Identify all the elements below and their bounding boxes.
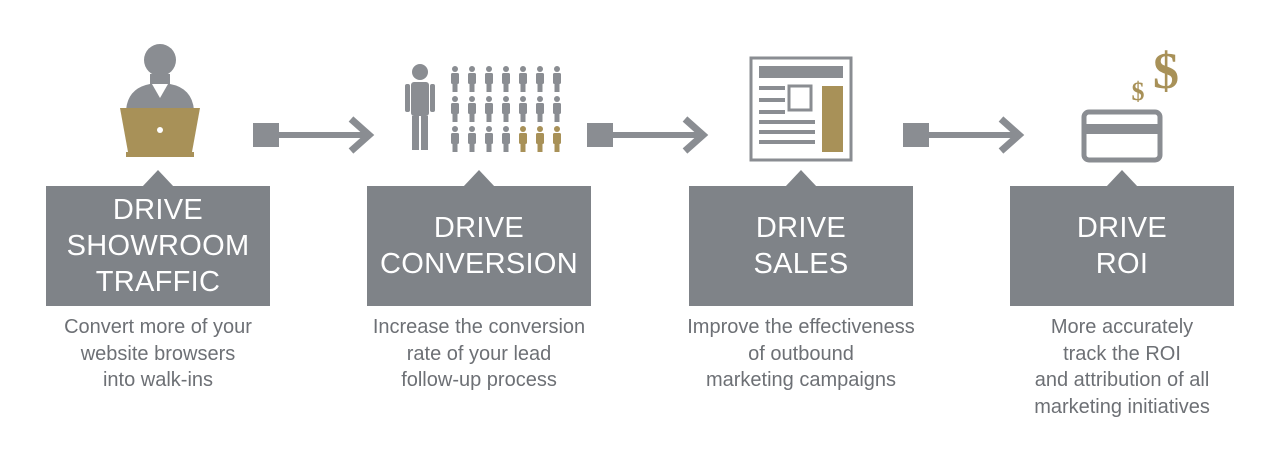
flow-arrow-3 — [903, 116, 1025, 154]
person-icon — [485, 126, 493, 152]
converted-person-icon — [519, 126, 527, 152]
description-line: marketing initiatives — [1034, 395, 1210, 418]
person-icon — [519, 96, 527, 122]
person-icon — [502, 66, 510, 92]
step-title-box: DRIVE CONVERSION — [367, 186, 591, 306]
description-line: Increase the conversion — [372, 316, 586, 338]
step-title-line: DRIVE — [1076, 212, 1168, 244]
person-icon — [519, 66, 527, 92]
step-description: Convert more of your website browsers in… — [26, 314, 290, 394]
step-title-box: DRIVE SALES — [689, 186, 913, 306]
step-description: Improve the effectiveness of outbound ma… — [669, 314, 933, 394]
description-line: Improve the effectiveness — [687, 316, 915, 338]
box-pointer — [142, 170, 174, 187]
step-title-line: TRAFFIC — [95, 266, 221, 298]
step-title-line: ROI — [1095, 248, 1149, 280]
person-icon — [502, 96, 510, 122]
credit-card-dollar-icon: $ $ — [1010, 38, 1234, 166]
person-icon — [451, 96, 459, 122]
person-icon — [451, 126, 459, 152]
step-title-line: SALES — [753, 248, 849, 280]
flow-arrow-2 — [587, 116, 709, 154]
step-roi: $ $ DRIVE ROI More accurately track the … — [1010, 0, 1234, 464]
step-sales: DRIVE SALES Improve the effectiveness of… — [687, 0, 915, 464]
step-title-box: DRIVE SHOWROOM TRAFFIC — [46, 186, 270, 306]
step-conversion: DRIVE CONVERSION Increase the conversion… — [367, 0, 591, 464]
step-title-line: SHOWROOM — [66, 230, 250, 262]
newspaper-icon — [689, 38, 913, 166]
box-pointer — [1106, 170, 1138, 187]
box-pointer — [785, 170, 817, 187]
person-icon — [502, 126, 510, 152]
description-line: and attribution of all — [1034, 369, 1210, 391]
step-description: Increase the conversion rate of your lea… — [347, 314, 611, 394]
description-line: rate of your lead — [406, 342, 552, 365]
description-line: into walk-ins — [102, 369, 214, 391]
person-icon — [451, 66, 459, 92]
description-line: More accurately — [1050, 316, 1194, 338]
step-title-line: CONVERSION — [380, 248, 578, 280]
converted-person-icon — [536, 126, 544, 152]
step-title-line: DRIVE — [112, 194, 204, 226]
person-icon — [468, 66, 476, 92]
person-icon — [485, 66, 493, 92]
description-line: website browsers — [80, 342, 236, 365]
person-icon — [553, 96, 561, 122]
person-icon — [536, 66, 544, 92]
box-pointer — [463, 170, 495, 187]
description-line: of outbound — [748, 342, 854, 365]
step-title-line: DRIVE — [433, 212, 525, 244]
person-icon — [553, 66, 561, 92]
person-laptop-icon — [46, 38, 270, 166]
person-icon — [468, 126, 476, 152]
step-title-box: DRIVE ROI — [1010, 186, 1234, 306]
flow-arrow-1 — [253, 116, 375, 154]
person-icon — [468, 96, 476, 122]
converted-person-icon — [553, 126, 561, 152]
people-conversion-icon — [367, 38, 591, 166]
description-line: marketing campaigns — [705, 369, 897, 391]
step-description: More accurately track the ROI and attrib… — [990, 314, 1254, 420]
description-line: follow-up process — [401, 369, 557, 391]
step-showroom-traffic: DRIVE SHOWROOM TRAFFIC Convert more of y… — [46, 0, 270, 464]
description-line: track the ROI — [1063, 342, 1181, 365]
person-icon — [485, 96, 493, 122]
step-title-line: DRIVE — [755, 212, 847, 244]
svg-text:$: $ — [1132, 77, 1145, 106]
svg-text:$: $ — [1153, 43, 1179, 100]
person-icon — [536, 96, 544, 122]
description-line: Convert more of your — [64, 316, 252, 338]
